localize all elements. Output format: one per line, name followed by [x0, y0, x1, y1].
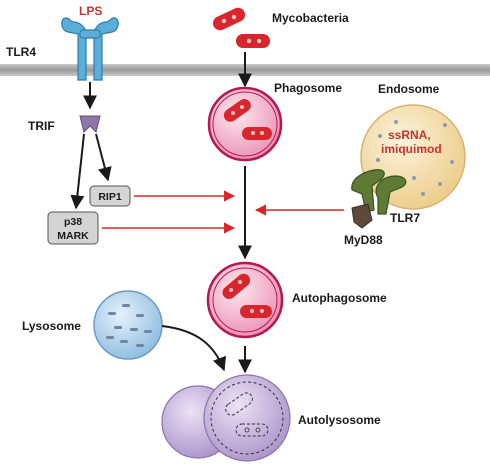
trif-adaptor-icon — [79, 115, 101, 133]
rip1-label: RIP1 — [98, 191, 122, 203]
myd88-adaptor-icon — [351, 203, 373, 229]
lysosome-to-autolysosome-arrow — [161, 325, 227, 372]
trif-to-rip1-arrow — [95, 133, 112, 182]
autophagosome-icon — [206, 261, 284, 339]
trif-label: TRIF — [28, 119, 55, 133]
tlr7-receptor-icon — [351, 169, 407, 215]
p38-mark-box: p38 MARK — [47, 211, 99, 245]
phagosome-icon — [207, 86, 283, 162]
lysosome-label: Lysosome — [22, 319, 81, 333]
autolysosome-icon — [161, 374, 291, 462]
endosome-label: Endosome — [378, 82, 440, 96]
tlr4-label: TLR4 — [6, 45, 36, 59]
ssrna-label: ssRNA, — [388, 128, 431, 142]
autolysosome-label: Autolysosome — [298, 413, 381, 427]
mycobacteria-icon — [212, 7, 270, 48]
rip1-box: RIP1 — [89, 185, 131, 207]
trif-to-p38-arrow — [70, 133, 85, 210]
lps-label: LPS — [79, 4, 102, 18]
myd88-label: MyD88 — [344, 233, 383, 247]
mycobacteria-label: Mycobacteria — [272, 11, 349, 25]
p38-label: p38 — [64, 216, 82, 228]
lysosome-icon — [93, 290, 163, 360]
tlr7-label: TLR7 — [390, 211, 420, 225]
tlr4-receptor-icon — [61, 17, 119, 81]
mark-label: MARK — [57, 230, 89, 242]
imiquimod-label: imiquimod — [381, 142, 442, 156]
autophagosome-label: Autophagosome — [292, 291, 387, 305]
phagosome-label: Phagosome — [274, 81, 342, 95]
